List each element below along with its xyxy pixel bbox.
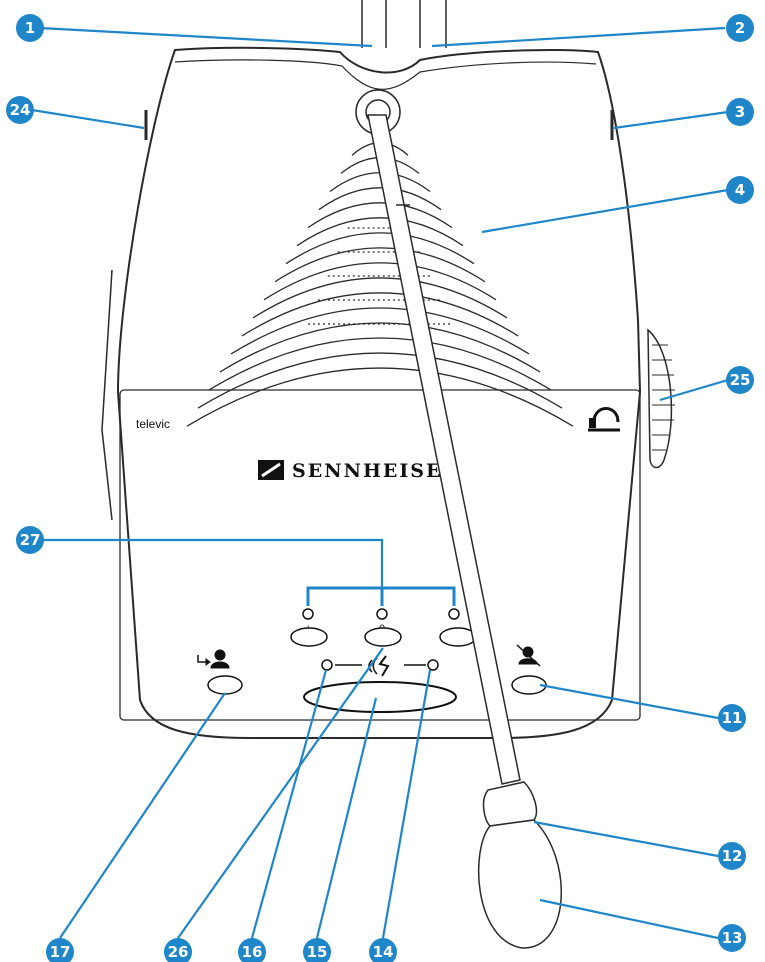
callout-25: 25 [726, 366, 754, 394]
mic-capsule [477, 819, 562, 949]
callout-number: 27 [20, 531, 41, 549]
grille-slot [230, 307, 530, 355]
request-button[interactable] [207, 675, 243, 695]
callout-15: 15 [303, 938, 331, 962]
callout-badge-circle [718, 704, 746, 732]
callout-badge-circle [726, 366, 754, 394]
callout-badge-circle [46, 938, 74, 962]
grille-slot [274, 247, 486, 283]
callout-number: 24 [10, 101, 31, 119]
next-speaker-icon [197, 649, 230, 669]
left-edge-detail [101, 269, 113, 521]
callout-badge-circle [164, 938, 192, 962]
led-minus [448, 608, 460, 620]
callout-27: 27 [16, 526, 44, 554]
grille-slot [285, 232, 475, 265]
callout-number: 16 [242, 943, 263, 961]
grille-slot [208, 337, 552, 391]
callout-badge-circle [726, 14, 754, 42]
grille-slot [263, 262, 497, 301]
callout-number: 25 [730, 371, 751, 389]
headphone-volume-knob[interactable] [647, 328, 675, 469]
callout-number: 17 [50, 943, 71, 961]
callout-badge-circle [303, 938, 331, 962]
channel-buttons [290, 627, 477, 647]
callout-badge-circle [726, 98, 754, 126]
callout-11: 11 [718, 704, 746, 732]
front-panel [119, 389, 641, 721]
callout-4: 4 [726, 176, 754, 204]
callout-17: 17 [46, 938, 74, 962]
microphone-button[interactable] [303, 681, 457, 713]
callout-number: 11 [722, 709, 743, 727]
grille-slot [219, 322, 541, 373]
callout-leaders [31, 26, 729, 940]
grille-slot [197, 352, 563, 409]
callout-number: 13 [722, 929, 743, 947]
callout-number: 1 [25, 19, 35, 37]
callout-16: 16 [238, 938, 266, 962]
callout-number: 4 [735, 181, 745, 199]
channel-leds [302, 608, 460, 620]
callout-26: 26 [164, 938, 192, 962]
callout-badge-circle [718, 924, 746, 952]
grille-slot [252, 277, 508, 319]
callout-badge-circle [16, 14, 44, 42]
callout-number: 26 [168, 943, 189, 961]
callout-24: 24 [6, 96, 34, 124]
grille-slot [307, 202, 453, 229]
grille-slot [241, 292, 519, 337]
callout-number: 2 [735, 19, 745, 37]
televic-label: televic [136, 417, 170, 431]
callout-14: 14 [369, 938, 397, 962]
top-contour [174, 59, 597, 90]
brand-wordmark: SENNHEISER [292, 460, 460, 482]
speak-led-right [427, 659, 439, 671]
callout-number: 12 [722, 847, 743, 865]
callout-12: 12 [718, 842, 746, 870]
callout-number: 15 [307, 943, 328, 961]
callout-number: 3 [735, 103, 745, 121]
callout-13: 13 [718, 924, 746, 952]
callout-badge-circle [726, 176, 754, 204]
callout-2: 2 [726, 14, 754, 42]
callout-badge-circle [16, 526, 44, 554]
led-zero [376, 608, 388, 620]
rear-mount-stubs [361, 0, 447, 48]
grille-slot [186, 367, 574, 427]
mic-collar [482, 781, 538, 827]
callout-number: 14 [373, 943, 394, 961]
device-body [116, 46, 642, 739]
grille-slot [318, 187, 442, 211]
led-plus [302, 608, 314, 620]
callout-badge-circle [369, 938, 397, 962]
speak-led-left [321, 659, 333, 671]
callout-badge-circle [718, 842, 746, 870]
headphone-icon [588, 407, 620, 432]
channel-plus-button[interactable] [290, 627, 328, 647]
callout-badge-circle [238, 938, 266, 962]
callout-1: 1 [16, 14, 44, 42]
channel-zero-button[interactable] [364, 627, 402, 647]
gooseneck-shaft [367, 114, 521, 785]
mute-icon [516, 644, 541, 667]
callout-3: 3 [726, 98, 754, 126]
sennheiser-logo: SENNHEISER [258, 460, 460, 482]
grille-slot [296, 217, 464, 247]
gooseneck-microphone [355, 89, 562, 949]
callout-badge-circle [6, 96, 34, 124]
